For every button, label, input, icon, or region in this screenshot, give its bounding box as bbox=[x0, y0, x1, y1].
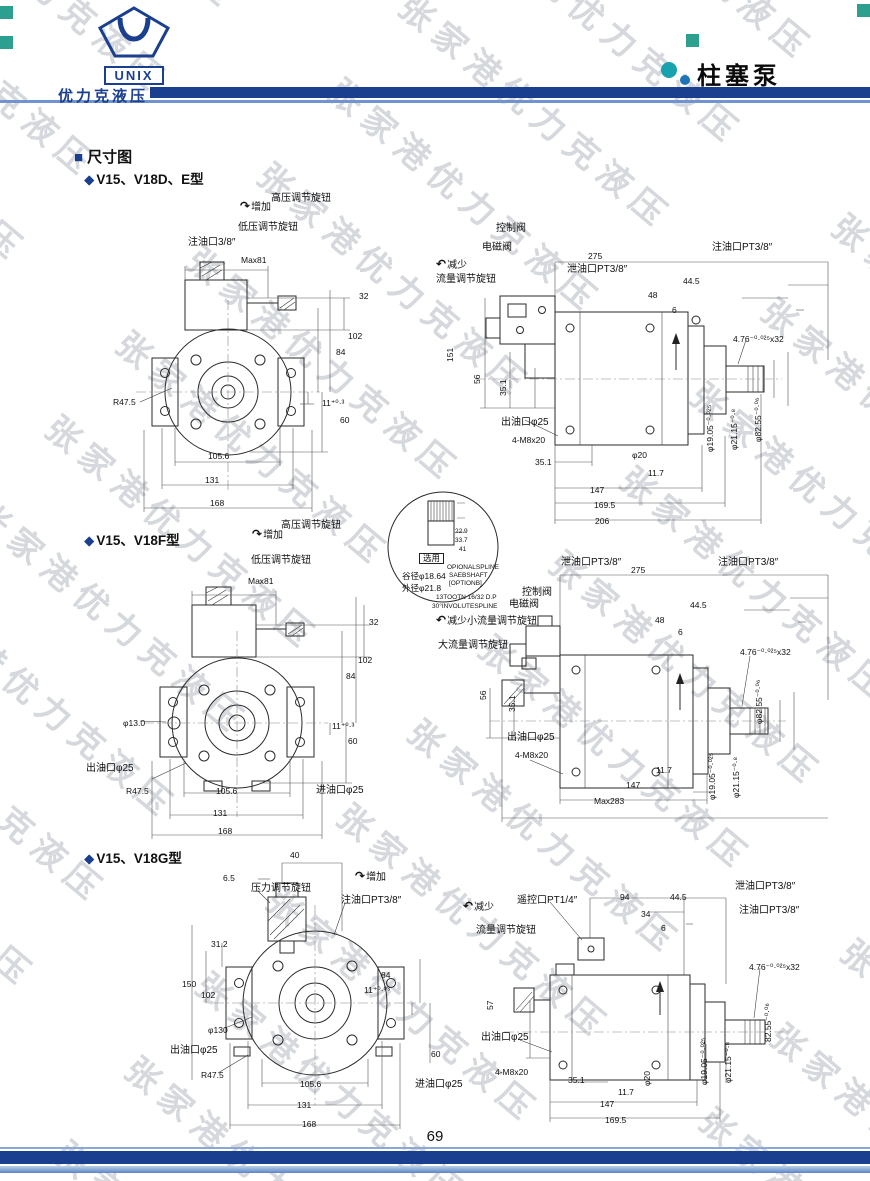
subsection-title-v15-v18g: ◆V15、V18G型 bbox=[84, 847, 182, 867]
side-view-drawing-de bbox=[475, 261, 829, 524]
front-view-drawing-de bbox=[136, 261, 350, 512]
square-bullet-icon: ■ bbox=[74, 149, 84, 166]
subsection-title-v15-v18d-e: ◆V15、V18D、E型 bbox=[84, 168, 204, 188]
clockwise-arrow-icon: ↷ bbox=[240, 199, 251, 213]
footer-navy-bar bbox=[0, 1151, 870, 1164]
product-title: 柱塞泵 bbox=[697, 63, 781, 90]
s1_left-label: 低压调节旋钮 bbox=[238, 222, 298, 233]
s1_left-label: ↷增加 bbox=[240, 199, 272, 213]
front-view-drawing-f bbox=[139, 586, 370, 839]
page-header: UNIX 优力克液压 柱塞泵 bbox=[0, 0, 870, 110]
s2_left-label: ↷增加 bbox=[252, 527, 284, 541]
company-logo: UNIX bbox=[92, 6, 176, 85]
watermark-square bbox=[686, 34, 699, 47]
brand-name: 优力克液压 bbox=[58, 88, 149, 105]
subsection-title-text: V15、V18G型 bbox=[96, 851, 182, 866]
subsection-title-v15-v18f: ◆V15、V18F型 bbox=[84, 529, 180, 549]
diamond-bullet-icon: ◆ bbox=[84, 533, 95, 548]
header-navy-bar bbox=[150, 87, 870, 98]
header-light-bar bbox=[0, 100, 870, 103]
side-view-drawing-f bbox=[486, 574, 829, 822]
s1_right-label: 控制阀 bbox=[496, 223, 526, 234]
footer-light-bar bbox=[0, 1166, 870, 1173]
diamond-bullet-icon: ◆ bbox=[84, 851, 95, 866]
unix-logo-icon bbox=[97, 6, 171, 58]
watermark-square bbox=[857, 4, 870, 17]
s2_left-label: 高压调节旋钮 bbox=[281, 520, 341, 531]
s1_left-label: 高压调节旋钮 bbox=[271, 193, 331, 204]
side-view-drawing-g bbox=[504, 897, 790, 1122]
subsection-title-text: V15、V18F型 bbox=[96, 533, 180, 548]
watermark-square bbox=[0, 6, 13, 19]
watermark-square bbox=[0, 36, 13, 49]
page-number: 69 bbox=[426, 1128, 444, 1145]
subsection-title-text: V15、V18D、E型 bbox=[96, 172, 204, 187]
title-dot-icon bbox=[661, 62, 677, 78]
section-title: ■尺寸图 bbox=[74, 146, 132, 167]
spline-option-detail-drawing bbox=[387, 491, 499, 603]
footer-thin-line bbox=[0, 1147, 870, 1149]
front-view-drawing-g bbox=[191, 862, 431, 1129]
diamond-bullet-icon: ◆ bbox=[84, 172, 95, 187]
clockwise-arrow-icon: ↷ bbox=[252, 527, 263, 541]
title-dot-small-icon bbox=[680, 75, 690, 85]
section-title-text: 尺寸图 bbox=[87, 149, 133, 166]
logo-text: UNIX bbox=[104, 66, 164, 85]
